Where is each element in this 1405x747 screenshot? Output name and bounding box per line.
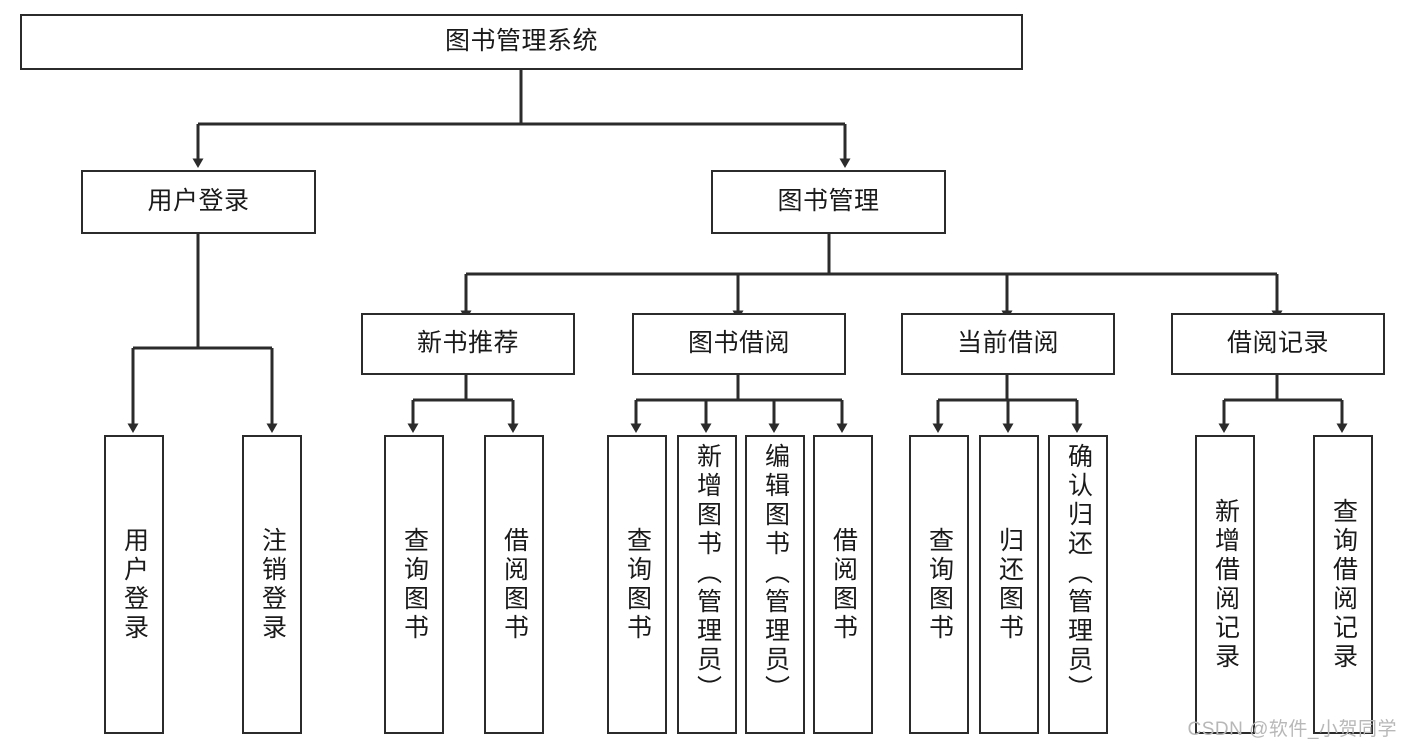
leaf-borrow-borrow-book-label: 借阅图书: [829, 526, 858, 643]
node-new-book-recommend[interactable]: 新书推荐: [361, 313, 575, 375]
leaf-current-query-book-label: 查询图书: [925, 526, 954, 643]
node-user-login-label: 用户登录: [147, 187, 250, 216]
node-borrow-record[interactable]: 借阅记录: [1171, 313, 1385, 375]
leaf-new-book-query[interactable]: 查询图书: [384, 435, 444, 734]
leaf-current-return-book-label: 归还图书: [995, 526, 1024, 643]
node-current-borrow-label: 当前借阅: [956, 329, 1059, 358]
watermark: CSDN @软件_小贺同学: [1187, 719, 1397, 740]
leaf-record-query[interactable]: 查询借阅记录: [1313, 435, 1373, 734]
leaf-borrow-add-book[interactable]: 新增图书（管理员）: [677, 435, 737, 734]
leaf-user-login-signin[interactable]: 用户登录: [104, 435, 164, 734]
node-new-book-recommend-label: 新书推荐: [416, 329, 519, 358]
node-root-label: 图书管理系统: [444, 27, 598, 56]
node-book-management-label: 图书管理: [777, 187, 880, 216]
node-current-borrow[interactable]: 当前借阅: [901, 313, 1115, 375]
leaf-new-book-query-label: 查询图书: [400, 526, 429, 643]
node-book-management[interactable]: 图书管理: [711, 170, 946, 234]
leaf-current-confirm-return-label: 确认归还（管理员）: [1064, 443, 1093, 704]
leaf-borrow-query-book[interactable]: 查询图书: [607, 435, 667, 734]
leaf-borrow-query-book-label: 查询图书: [623, 526, 652, 643]
node-root[interactable]: 图书管理系统: [20, 14, 1023, 70]
leaf-user-login-signout-label: 注销登录: [258, 526, 287, 643]
node-book-borrow-label: 图书借阅: [687, 329, 790, 358]
node-book-borrow[interactable]: 图书借阅: [632, 313, 846, 375]
leaf-new-book-borrow[interactable]: 借阅图书: [484, 435, 544, 734]
leaf-record-query-label: 查询借阅记录: [1329, 497, 1358, 672]
node-user-login[interactable]: 用户登录: [81, 170, 316, 234]
leaf-new-book-borrow-label: 借阅图书: [500, 526, 529, 643]
leaf-borrow-edit-book[interactable]: 编辑图书（管理员）: [745, 435, 805, 734]
leaf-record-add-label: 新增借阅记录: [1211, 497, 1240, 672]
leaf-current-confirm-return[interactable]: 确认归还（管理员）: [1048, 435, 1108, 734]
leaf-record-add[interactable]: 新增借阅记录: [1195, 435, 1255, 734]
leaf-user-login-signout[interactable]: 注销登录: [242, 435, 302, 734]
leaf-current-query-book[interactable]: 查询图书: [909, 435, 969, 734]
leaf-borrow-add-book-label: 新增图书（管理员）: [693, 443, 722, 704]
node-borrow-record-label: 借阅记录: [1226, 329, 1329, 358]
leaf-user-login-signin-label: 用户登录: [120, 526, 149, 643]
leaf-borrow-borrow-book[interactable]: 借阅图书: [813, 435, 873, 734]
leaf-current-return-book[interactable]: 归还图书: [979, 435, 1039, 734]
leaf-borrow-edit-book-label: 编辑图书（管理员）: [761, 443, 790, 704]
